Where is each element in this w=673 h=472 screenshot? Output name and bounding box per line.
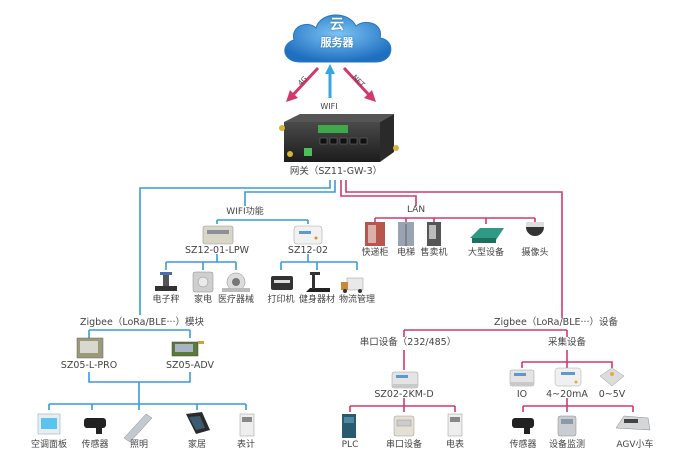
device-label: AGV小车 <box>616 440 654 450</box>
serial-module-icon <box>391 371 419 389</box>
cloud-subtitle: 服务器 <box>320 36 354 49</box>
zigbee-module-label: SZ05-L-PRO <box>60 360 118 371</box>
link-label-wifi: WIFI <box>320 102 338 111</box>
device-label: 家居 <box>187 440 207 450</box>
device-label: 物流管理 <box>338 295 376 305</box>
zigbee-module-lines <box>48 329 247 410</box>
lamp-icon <box>123 413 153 443</box>
zigbee-device-lines <box>349 329 634 412</box>
elevator-icon <box>398 222 414 246</box>
gateway-label: 网关（SZ11-GW-3） <box>289 166 383 177</box>
electric-meter-icon <box>447 413 463 437</box>
zigbee-module-icon <box>76 337 104 359</box>
device-label: 串口设备 <box>385 440 423 450</box>
device-label: 照明 <box>129 440 149 450</box>
device-label: 传感器 <box>81 440 109 450</box>
monitor-device-icon <box>557 415 577 437</box>
gateway-router-icon <box>279 114 399 162</box>
locker-icon <box>365 222 385 246</box>
truck-icon <box>341 277 364 293</box>
arrow-wifi-icon <box>325 64 335 98</box>
serial-branch-label: 串口设备（232/485） <box>359 337 457 348</box>
wifi-module-label: SZ12-02 <box>287 245 329 256</box>
cloud-title: 云 <box>330 17 344 33</box>
io-module-icon <box>509 369 535 387</box>
device-label: 健身器材 <box>298 295 336 305</box>
agv-cart-icon <box>615 415 651 431</box>
wifi-branch-lines <box>165 219 358 270</box>
device-label: PLC <box>341 440 359 450</box>
serial-module-label: SZ02-2KM-D <box>374 389 434 400</box>
wifi-module-icon <box>202 225 234 245</box>
ac-panel-icon <box>37 413 61 435</box>
wifi-box-icon <box>293 225 323 245</box>
device-label: 传感器 <box>509 440 537 450</box>
wifi-branch-label: WIFI功能 <box>226 207 264 217</box>
sensor-icon <box>512 418 534 434</box>
printer-icon <box>271 276 293 290</box>
device-label: 售卖机 <box>420 248 448 258</box>
device-label: 家电 <box>193 295 213 305</box>
arrow-net-icon <box>342 66 376 102</box>
acquisition-module-label: 4~20mA <box>546 389 588 400</box>
cloud-icon <box>284 14 392 63</box>
device-label: 表计 <box>236 440 256 450</box>
device-label: 设备监测 <box>548 440 586 450</box>
line-to-zigbee-module <box>139 180 331 315</box>
wifi-module-label: SZ12-01-LPW <box>185 245 249 256</box>
acquisition-module-label: 0~5V <box>598 389 626 400</box>
industrial-machine-icon <box>470 228 504 243</box>
plc-icon <box>342 414 356 438</box>
scale-icon <box>155 272 177 291</box>
line-to-zigbee-device <box>345 180 563 318</box>
zigbee-module-branch-label: Zigbee（LoRa/BLE···）模块 <box>79 317 205 328</box>
treadmill-icon <box>306 272 330 292</box>
appliance-icon <box>192 271 214 293</box>
voltage-module-icon <box>599 367 625 387</box>
zigbee-module-label: SZ05-ADV <box>166 360 214 371</box>
medical-device-icon <box>222 272 250 292</box>
device-label: 医疗器械 <box>217 295 255 305</box>
device-label: 打印机 <box>267 295 295 305</box>
device-label: 电梯 <box>396 248 416 258</box>
lan-branch-label: LAN <box>406 205 426 215</box>
device-label: 电子秤 <box>152 295 180 305</box>
arrow-4g-icon <box>286 66 320 102</box>
device-label: 空调面板 <box>30 440 68 450</box>
meter-icon <box>239 413 255 437</box>
vending-machine-icon <box>427 222 441 246</box>
acquisition-branch-label: 采集设备 <box>547 337 587 348</box>
line-to-wifi <box>244 180 336 206</box>
tablet-icon <box>186 412 210 434</box>
camera-icon <box>526 222 544 236</box>
acquisition-module-label: IO <box>516 389 528 400</box>
device-label: 大型设备 <box>467 248 505 258</box>
current-module-icon <box>554 367 582 387</box>
line-to-lan <box>340 180 417 206</box>
zigbee-antenna-module-icon <box>171 341 204 357</box>
sensor-icon <box>84 418 106 434</box>
serial-device-icon <box>393 415 415 437</box>
device-label: 电表 <box>445 440 465 450</box>
device-label: 快递柜 <box>361 248 389 258</box>
zigbee-device-branch-label: Zigbee（LoRa/BLE···）设备 <box>493 317 619 328</box>
device-label: 摄像头 <box>521 248 549 258</box>
